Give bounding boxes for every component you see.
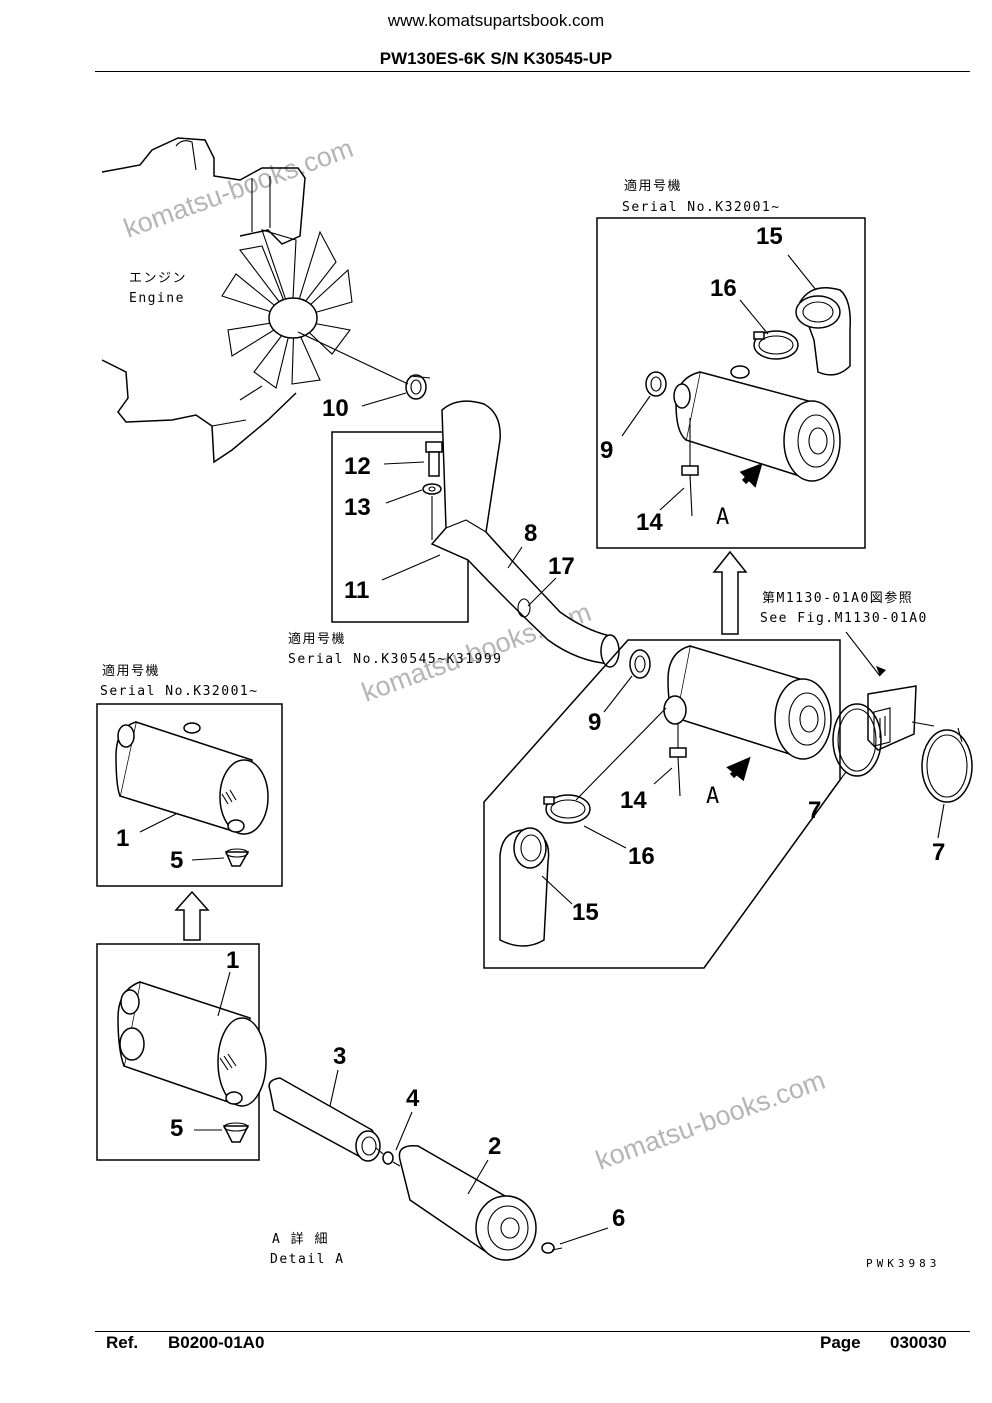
engine-drawing xyxy=(101,137,306,464)
callout-10: 10 xyxy=(322,395,349,422)
callout-1-top: 1 xyxy=(116,825,129,852)
website-url: www.komatsupartsbook.com xyxy=(387,11,605,30)
intake-hose xyxy=(430,400,620,668)
clamp-icon xyxy=(645,371,667,397)
pointer-icon xyxy=(876,666,886,676)
view-letter-mid: A xyxy=(706,784,721,809)
arrow-up-icon xyxy=(174,890,210,941)
callout-4: 4 xyxy=(406,1085,420,1112)
washer-icon xyxy=(422,483,442,495)
air-cleaner-icon xyxy=(673,365,841,482)
air-cleaner-icon xyxy=(115,721,269,835)
hose-clamp-icon xyxy=(753,330,799,360)
engine-label-jp: エンジン xyxy=(129,271,187,286)
footer-rule xyxy=(95,1331,970,1332)
model-title: PW130ES-6K S/N K30545-UP xyxy=(379,49,613,68)
serial-left-en: Serial No.K32001~ xyxy=(100,684,259,699)
sensor-icon xyxy=(669,724,687,797)
callout-16-top: 16 xyxy=(710,275,737,302)
callout-16-mid: 16 xyxy=(628,843,655,870)
callout-14-mid: 14 xyxy=(620,787,647,814)
hose-clamp-icon xyxy=(543,794,591,824)
nut-icon xyxy=(541,1242,563,1254)
arrow-up-icon xyxy=(712,550,748,635)
detail-a-jp: A 詳 細 xyxy=(272,1231,329,1247)
ref-label: Ref. xyxy=(106,1333,139,1352)
watermark-1: komatsu-books.com xyxy=(120,133,357,244)
watermark-3: komatsu-books.com xyxy=(592,1065,829,1176)
callout-14-top: 14 xyxy=(636,509,663,536)
elbow-hose-icon xyxy=(499,827,550,947)
air-cleaner-icon xyxy=(663,645,832,760)
clamp-icon xyxy=(629,649,651,679)
detail-a-en: Detail A xyxy=(270,1252,345,1267)
air-cleaner-icon xyxy=(117,981,267,1107)
callout-6: 6 xyxy=(612,1205,625,1232)
callout-7-left: 7 xyxy=(808,797,821,824)
fan-icon xyxy=(221,229,353,389)
callout-5-bottom: 5 xyxy=(170,1115,183,1142)
page-label: Page xyxy=(820,1333,861,1352)
callout-2: 2 xyxy=(488,1133,501,1160)
inner-element-icon xyxy=(268,1077,381,1162)
sensor-icon xyxy=(681,418,699,517)
wing-nut-icon xyxy=(375,1147,401,1167)
outer-element-icon xyxy=(398,1145,537,1261)
bracket-icon xyxy=(867,685,935,751)
callout-8: 8 xyxy=(524,520,537,547)
serial-mid-en: Serial No.K30545~K31999 xyxy=(288,652,503,667)
callout-17: 17 xyxy=(548,553,575,580)
serial-left-jp: 適用号機 xyxy=(102,663,160,679)
callout-3: 3 xyxy=(333,1043,346,1070)
page-value: 030030 xyxy=(890,1333,947,1352)
view-arrow-icon xyxy=(726,756,751,782)
see-fig-jp: 第M1130-01A0図参照 xyxy=(762,590,913,606)
serial-top-box xyxy=(596,217,866,549)
callout-1-bottom: 1 xyxy=(226,947,239,974)
callout-12: 12 xyxy=(344,453,371,480)
callout-9-mid: 9 xyxy=(588,709,601,736)
drawing-code: PWK3983 xyxy=(866,1257,940,1270)
callout-5-top: 5 xyxy=(170,847,183,874)
ref-value: B0200-01A0 xyxy=(168,1333,265,1352)
serial-top-jp: 適用号機 xyxy=(624,178,682,194)
valve-icon xyxy=(222,1122,250,1143)
callout-11: 11 xyxy=(344,577,369,604)
bolt-icon xyxy=(425,441,443,477)
serial-mid-jp: 適用号機 xyxy=(288,631,346,647)
clamp-icon xyxy=(405,374,431,400)
engine-label-en: Engine xyxy=(129,291,185,306)
callout-7-right: 7 xyxy=(932,839,945,866)
elbow-hose-icon xyxy=(795,287,852,376)
callout-13: 13 xyxy=(344,494,371,521)
view-arrow-icon xyxy=(739,463,763,488)
band-icon xyxy=(832,703,882,777)
callout-15-mid: 15 xyxy=(572,899,599,926)
serial-top-en: Serial No.K32001~ xyxy=(622,200,781,215)
see-fig-en: See Fig.M1130-01A0 xyxy=(760,611,928,626)
serial-left-box xyxy=(96,703,283,887)
band-icon xyxy=(921,727,973,803)
header-rule xyxy=(95,71,970,72)
valve-icon xyxy=(224,848,250,867)
callout-15-top: 15 xyxy=(756,223,783,250)
view-letter-top: A xyxy=(716,505,731,530)
callout-9-top: 9 xyxy=(600,437,613,464)
